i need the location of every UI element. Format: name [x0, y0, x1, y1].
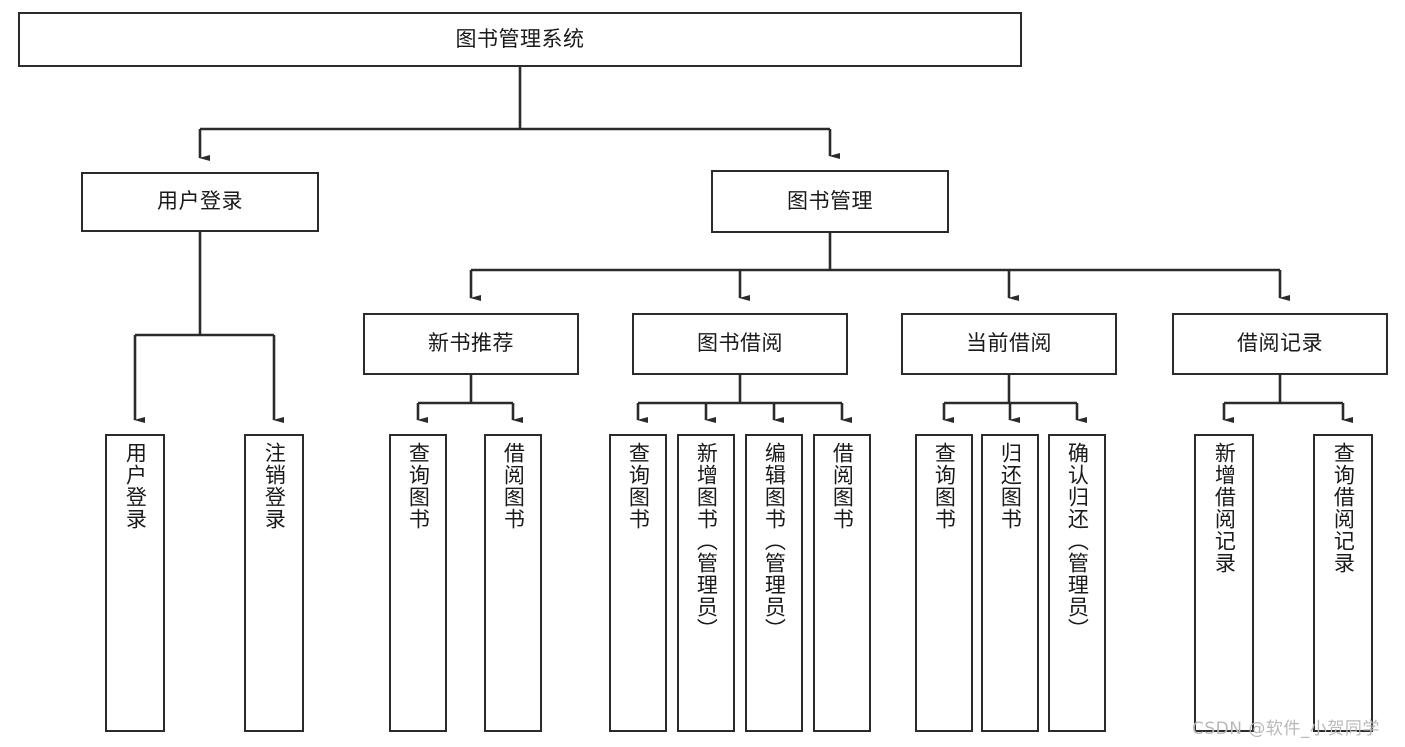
- leaf-user-login[interactable]: 用户登录: [105, 434, 165, 732]
- leaf-confirm-return-admin-label: 确认归还（管理员）: [1065, 442, 1090, 640]
- node-book-management[interactable]: 图书管理: [711, 170, 949, 233]
- leaf-add-borrow-record-label: 新增借阅记录: [1212, 442, 1237, 574]
- node-book-management-label: 图书管理: [787, 188, 873, 213]
- node-root[interactable]: 图书管理系统: [18, 12, 1022, 67]
- leaf-query-book-new-label: 查询图书: [406, 442, 431, 530]
- leaf-add-book-admin[interactable]: 新增图书（管理员）: [677, 434, 735, 732]
- node-current-borrow[interactable]: 当前借阅: [901, 313, 1117, 375]
- leaf-query-book-borrow[interactable]: 查询图书: [609, 434, 667, 732]
- leaf-query-book-current[interactable]: 查询图书: [915, 434, 973, 732]
- node-borrow-record[interactable]: 借阅记录: [1172, 313, 1388, 375]
- leaf-add-borrow-record[interactable]: 新增借阅记录: [1194, 434, 1254, 732]
- node-book-borrow[interactable]: 图书借阅: [632, 313, 848, 375]
- node-new-book-recommend[interactable]: 新书推荐: [363, 313, 579, 375]
- leaf-logout[interactable]: 注销登录: [244, 434, 304, 732]
- node-current-borrow-label: 当前借阅: [966, 331, 1052, 356]
- leaf-return-book[interactable]: 归还图书: [981, 434, 1039, 732]
- leaf-return-book-label: 归还图书: [998, 442, 1023, 530]
- leaf-borrow-book-new[interactable]: 借阅图书: [484, 434, 542, 732]
- node-user-login-label: 用户登录: [157, 189, 243, 214]
- csdn-watermark: CSDN @软件_小贺同学: [1192, 719, 1380, 739]
- leaf-borrow-book-new-label: 借阅图书: [501, 442, 526, 530]
- leaf-query-book-new[interactable]: 查询图书: [389, 434, 447, 732]
- leaf-logout-label: 注销登录: [262, 442, 287, 530]
- node-book-borrow-label: 图书借阅: [697, 331, 783, 356]
- leaf-query-book-borrow-label: 查询图书: [626, 442, 651, 530]
- leaf-edit-book-admin-label: 编辑图书（管理员）: [762, 442, 787, 640]
- node-root-label: 图书管理系统: [455, 26, 585, 51]
- leaf-query-book-current-label: 查询图书: [932, 442, 957, 530]
- node-user-login[interactable]: 用户登录: [81, 172, 319, 232]
- leaf-query-borrow-record[interactable]: 查询借阅记录: [1313, 434, 1373, 732]
- leaf-edit-book-admin[interactable]: 编辑图书（管理员）: [745, 434, 803, 732]
- leaf-confirm-return-admin[interactable]: 确认归还（管理员）: [1048, 434, 1106, 732]
- node-borrow-record-label: 借阅记录: [1237, 331, 1323, 356]
- leaf-query-borrow-record-label: 查询借阅记录: [1331, 442, 1356, 574]
- leaf-add-book-admin-label: 新增图书（管理员）: [694, 442, 719, 640]
- leaf-borrow-book[interactable]: 借阅图书: [813, 434, 871, 732]
- leaf-borrow-book-label: 借阅图书: [830, 442, 855, 530]
- leaf-user-login-label: 用户登录: [123, 442, 148, 530]
- node-new-book-recommend-label: 新书推荐: [428, 331, 514, 356]
